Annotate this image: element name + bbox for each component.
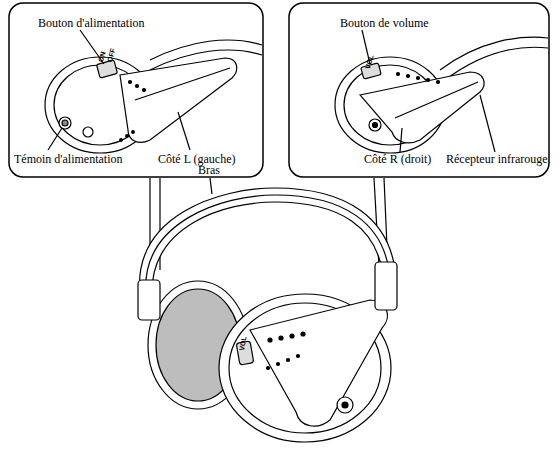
callout-box: Bouton de volumeCôté R (droit) Récepteur … [288,2,550,178]
part-label: Récepteur infrarouge [446,152,548,166]
part-label: Bouton de volume [340,16,429,30]
part-label: Côté L (gauche) [158,152,236,166]
part-label: Côté R (droit) [364,152,431,166]
callout-box: Bouton d'alimentationTémoin d'alimentati… [8,2,264,178]
part-label: Témoin d'alimentation [14,152,122,166]
part-label: Bouton d'alimentation [38,16,144,30]
part-label: Bras [198,163,220,177]
